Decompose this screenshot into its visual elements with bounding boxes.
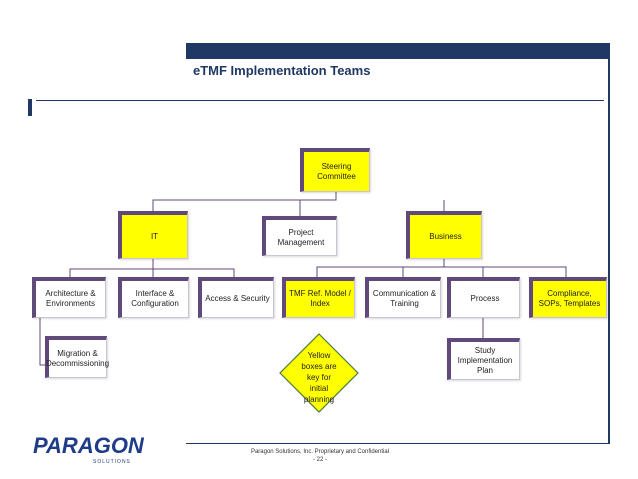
- communication-label: Communication & Training: [372, 289, 437, 308]
- compliance-label: Compliance, SOPs, Templates: [538, 289, 601, 308]
- paragon-logo-subtitle: SOLUTIONS: [93, 459, 131, 465]
- frame-right-line: [608, 59, 610, 444]
- tmf-ref-model-label: TMF Ref. Model / Index: [289, 289, 351, 308]
- interface-box: Interface & Configuration: [118, 277, 189, 318]
- tmf-ref-model-box: TMF Ref. Model / Index: [282, 277, 355, 318]
- business-box: Business: [406, 211, 482, 259]
- it-box: IT: [118, 211, 188, 259]
- architecture-box: Architecture & Environments: [32, 277, 106, 318]
- architecture-label: Architecture & Environments: [45, 289, 96, 308]
- footer: Paragon Solutions, Inc. Proprietary and …: [200, 448, 440, 464]
- title-marker: [28, 99, 32, 116]
- steering-committee-box: Steering Committee: [300, 148, 370, 192]
- it-label: IT: [150, 231, 159, 241]
- study-plan-box: Study Implementation Plan: [447, 338, 520, 380]
- study-plan-label: Study Implementation Plan: [457, 345, 513, 375]
- footer-confidential: Paragon Solutions, Inc. Proprietary and …: [250, 449, 390, 455]
- note-diamond: [279, 333, 359, 413]
- migration-box: Migration & Decommissioning: [45, 336, 110, 378]
- header-bar: [186, 43, 610, 59]
- paragon-logo: PARAGON: [33, 433, 144, 458]
- business-label: Business: [429, 231, 462, 241]
- interface-label: Interface & Configuration: [131, 289, 179, 308]
- process-label: Process: [470, 294, 500, 303]
- communication-box: Communication & Training: [365, 277, 441, 318]
- note-text-content: Yellow boxes are key for initial plannin…: [301, 351, 337, 404]
- access-box: Access & Security: [198, 277, 274, 318]
- compliance-box: Compliance, SOPs, Templates: [529, 277, 607, 318]
- footer-page-number: - 22 -: [312, 457, 327, 463]
- steering-committee-label: Steering Committee: [317, 161, 356, 181]
- migration-label: Migration & Decommissioning: [45, 348, 110, 368]
- project-management-box: Project Management: [262, 216, 337, 256]
- process-box: Process: [447, 277, 520, 318]
- note-diamond-shape: [279, 333, 359, 413]
- frame-bottom-line: [186, 443, 610, 444]
- note-text: Yellow boxes are key for initial plannin…: [279, 350, 359, 405]
- access-label: Access & Security: [205, 294, 270, 303]
- project-management-label: Project Management: [277, 227, 325, 247]
- title-underline: [36, 100, 604, 101]
- slide-title: eTMF Implementation Teams: [193, 63, 371, 78]
